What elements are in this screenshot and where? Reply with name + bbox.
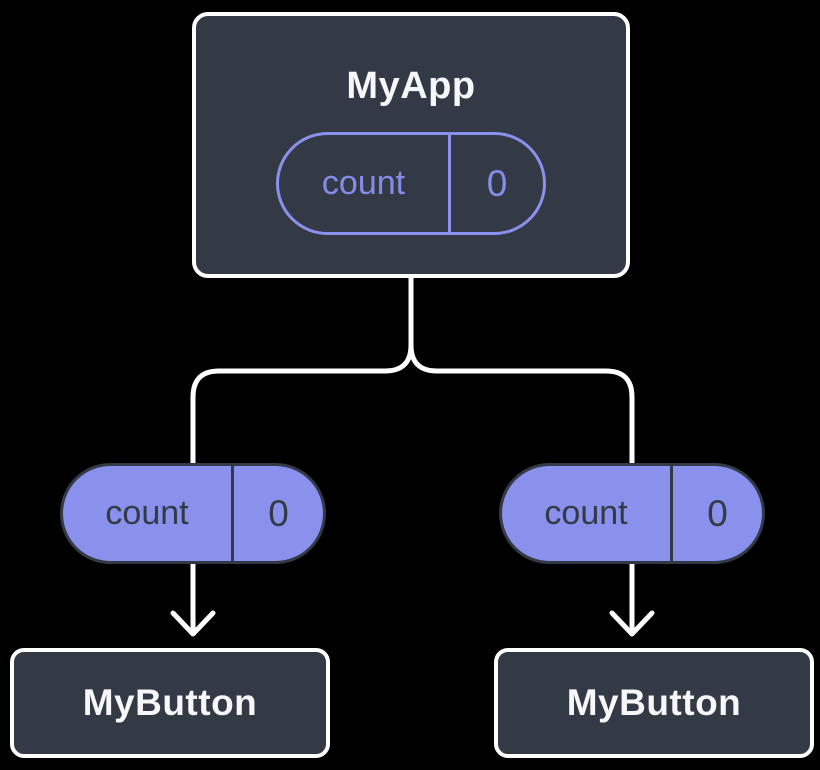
prop-name-label: count bbox=[502, 466, 673, 561]
left-prop-pill: count 0 bbox=[60, 463, 326, 564]
left-child-component-title: MyButton bbox=[82, 682, 258, 723]
root-state-pill: count 0 bbox=[276, 132, 546, 235]
prop-arrow-left-head-icon bbox=[170, 610, 216, 637]
tree-branch-right-line bbox=[408, 273, 635, 469]
prop-arrow-right-head-icon bbox=[609, 610, 655, 637]
tree-branch-left-line bbox=[190, 273, 414, 469]
prop-value-label: 0 bbox=[268, 492, 289, 534]
state-value-label: 0 bbox=[486, 162, 508, 204]
state-name-label: count bbox=[279, 135, 451, 232]
prop-name-label: count bbox=[63, 466, 234, 561]
prop-value-label: 0 bbox=[707, 492, 728, 534]
right-child-component-box: MyButton bbox=[494, 648, 814, 758]
root-component-box: MyApp count 0 bbox=[192, 12, 630, 278]
right-prop-pill: count 0 bbox=[499, 463, 765, 564]
left-child-component-box: MyButton bbox=[10, 648, 330, 758]
right-child-component-title: MyButton bbox=[566, 682, 742, 723]
root-component-title: MyApp bbox=[346, 65, 476, 107]
